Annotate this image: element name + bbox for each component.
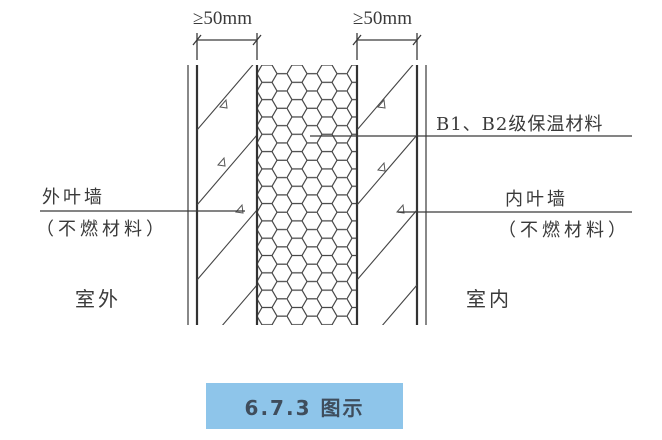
label-inner-wall: 内叶墙 [505, 189, 568, 210]
outer-leaf-wall [187, 65, 257, 325]
dimension-label-left: ≥50mm [193, 8, 252, 29]
label-insulation: B1、B2级保温材料 [436, 114, 604, 135]
figure-caption: 6.7.3 图示 [244, 395, 365, 420]
label-outer-wall-note: （不燃材料） [36, 219, 168, 240]
label-inner-wall-note: （不燃材料） [498, 220, 630, 241]
dimension-left [192, 33, 262, 60]
dimension-label-right: ≥50mm [353, 8, 412, 29]
dimension-right [352, 33, 422, 60]
inner-leaf-wall [357, 65, 427, 325]
figure-caption-box: 6.7.3 图示 [206, 383, 403, 429]
label-outer-wall: 外叶墙 [42, 187, 105, 208]
label-outdoor: 室外 [75, 287, 121, 311]
insulation-layer [255, 65, 359, 325]
label-indoor: 室内 [466, 287, 512, 311]
